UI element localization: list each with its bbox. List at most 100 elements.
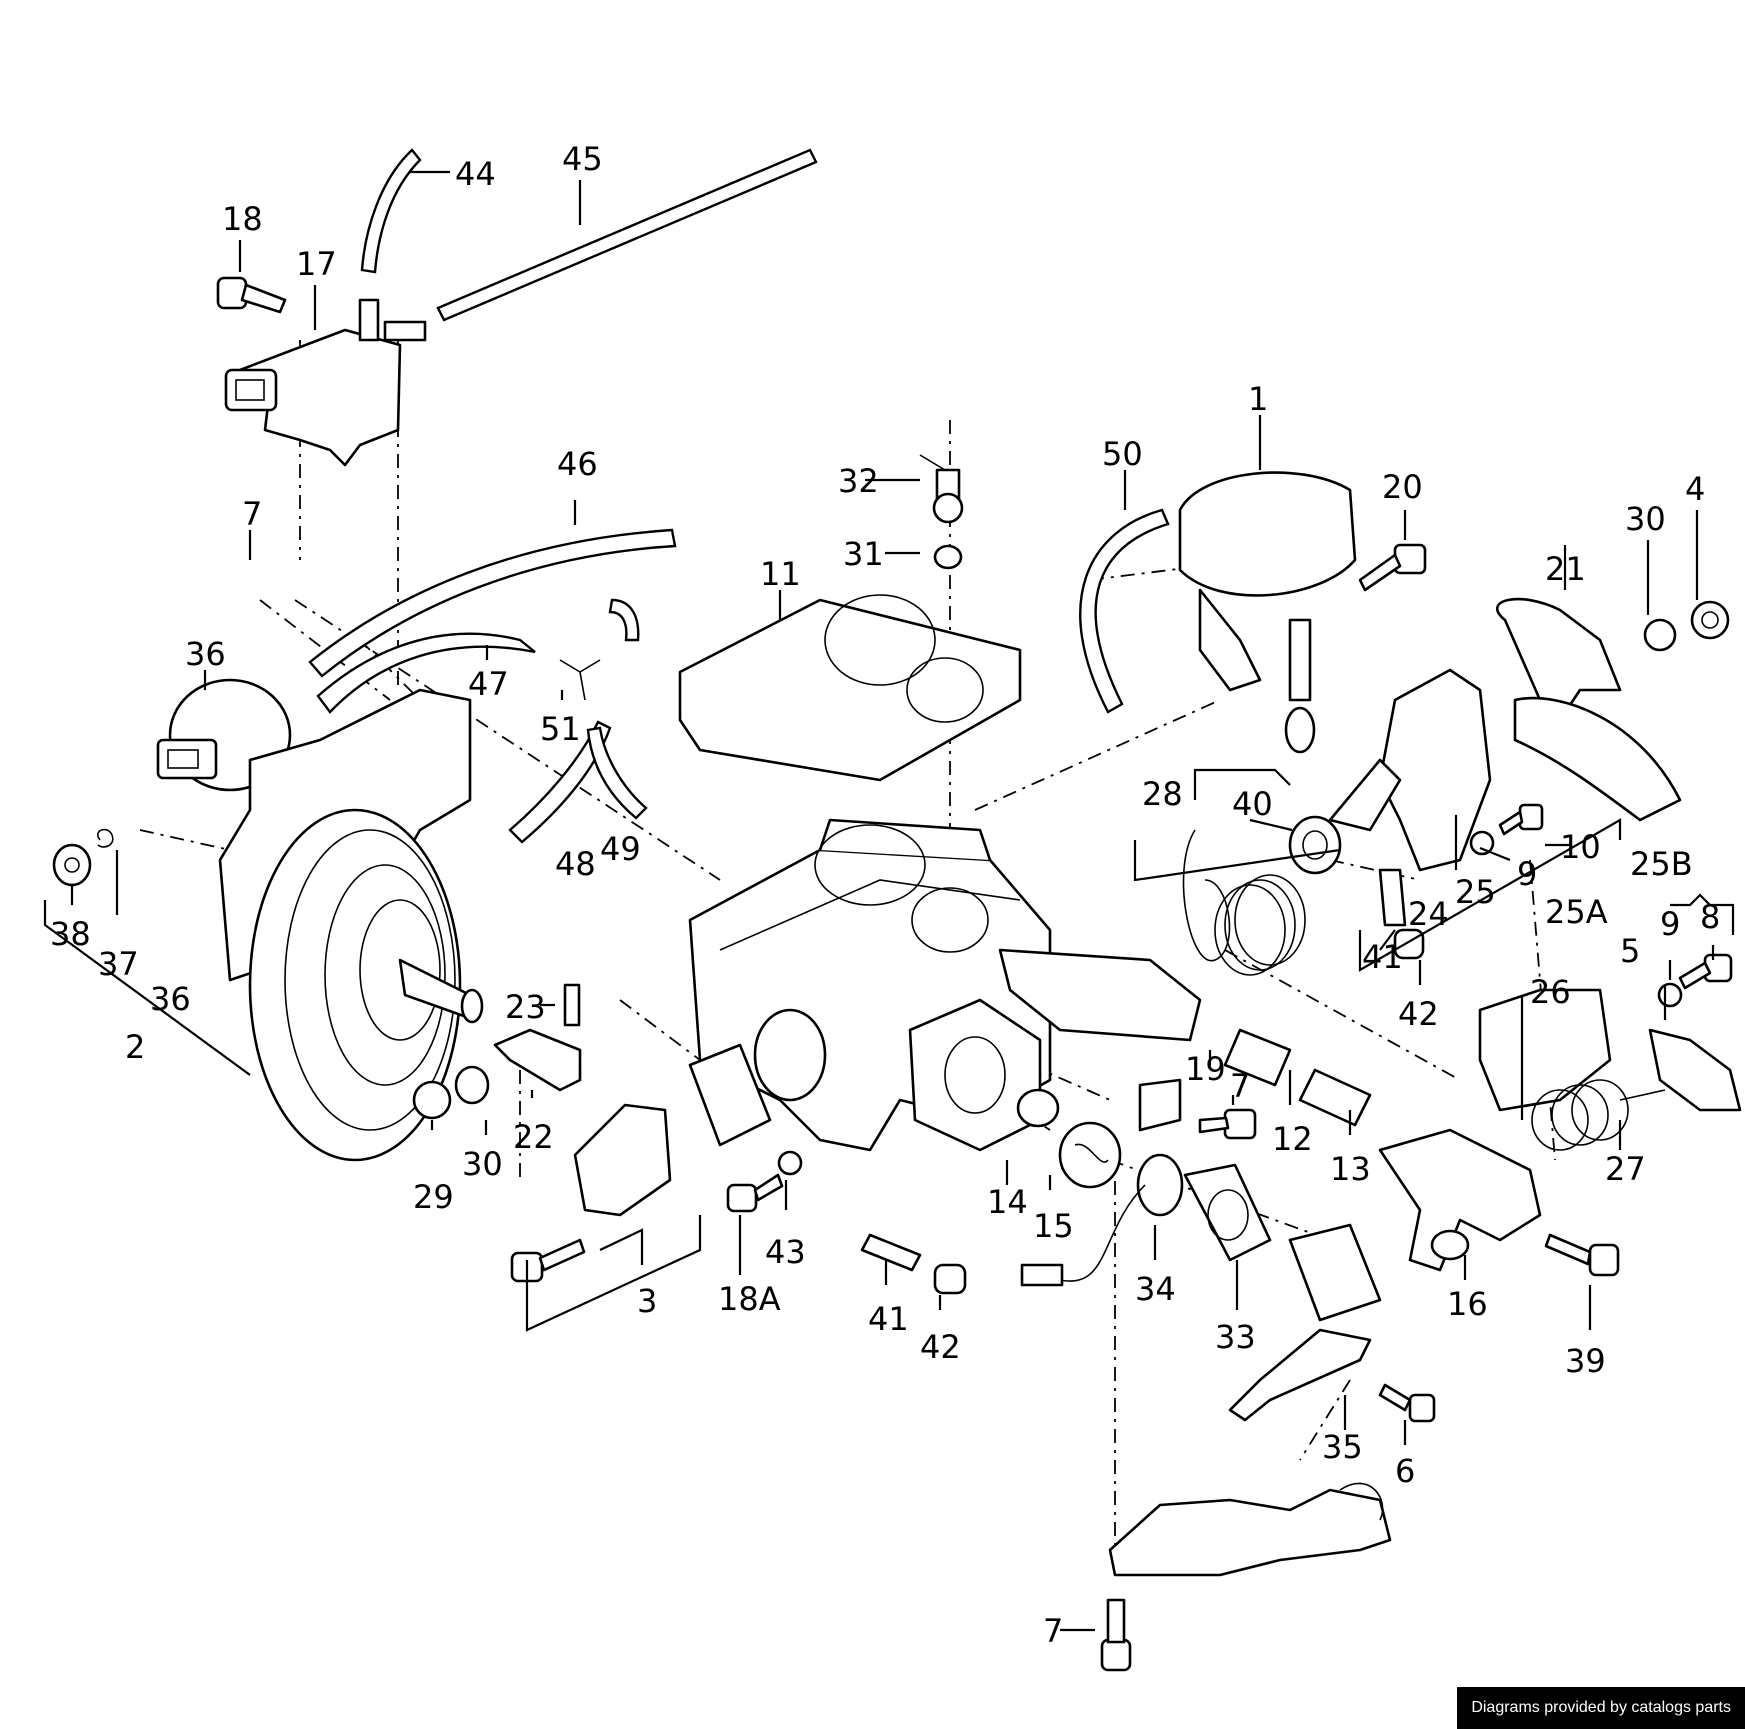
- label-29: 29: [413, 1178, 454, 1216]
- part-35-throttle-unit: [1228, 1223, 1382, 1422]
- label-25B: 25B: [1630, 845, 1693, 883]
- part-17-solenoid: [224, 298, 427, 467]
- part-16-connector: [1378, 1128, 1542, 1272]
- hose-45: [436, 148, 818, 322]
- part-41-42-idle-screw-right: [1378, 868, 1425, 960]
- part-2-diaphragm-housing: [248, 808, 484, 1162]
- hoses: [308, 148, 1170, 844]
- hose-49b: [608, 598, 640, 642]
- part-51-t-piece: [559, 659, 601, 701]
- label-25A: 25A: [1545, 893, 1608, 931]
- label-48: 48: [555, 845, 596, 883]
- part-19-7-14-15: [1016, 1078, 1257, 1189]
- part-38-washer: [52, 843, 92, 887]
- label-34: 34: [1135, 1270, 1176, 1308]
- label-36-bottom: 36: [150, 980, 191, 1018]
- part-26-bracket: [1478, 988, 1612, 1112]
- label-24: 24: [1408, 895, 1449, 933]
- label-46: 46: [557, 445, 598, 483]
- part-4-nut: [1690, 600, 1730, 640]
- part-25-lever-assembly: [1328, 668, 1492, 872]
- hose-46: [308, 528, 677, 678]
- label-10: 10: [1560, 828, 1601, 866]
- part-21-lever: [1496, 597, 1682, 822]
- label-9-upper: 9: [1517, 855, 1537, 893]
- label-6: 6: [1395, 1452, 1415, 1490]
- label-50: 50: [1102, 435, 1143, 473]
- part-30-washer-left: [454, 1065, 490, 1105]
- label-20: 20: [1382, 468, 1423, 506]
- part-32-31-jet: [919, 454, 964, 570]
- label-5: 5: [1620, 932, 1640, 970]
- part-29-nut: [412, 1080, 452, 1120]
- leader-lines: [43, 170, 1735, 1632]
- part-40-bushing: [1288, 815, 1342, 875]
- hose-49: [586, 726, 648, 820]
- label-32: 32: [838, 462, 879, 500]
- part-3-screw: [510, 1238, 586, 1283]
- label-38: 38: [50, 915, 91, 953]
- label-36-top: 36: [185, 635, 226, 673]
- label-25: 25: [1455, 873, 1496, 911]
- label-7-bottom: 7: [1043, 1612, 1063, 1650]
- part-10-screw: [1498, 803, 1544, 836]
- label-3: 3: [637, 1282, 657, 1320]
- label-31: 31: [843, 535, 884, 573]
- part-labels: 44 45 18 17 46 7 36 47 51 48 49 38 37 36…: [50, 140, 1720, 1650]
- label-30-right: 30: [1625, 500, 1666, 538]
- label-18A: 18A: [718, 1280, 781, 1318]
- label-44: 44: [455, 155, 496, 193]
- label-35: 35: [1322, 1428, 1363, 1466]
- label-7-top-left: 7: [242, 495, 262, 533]
- label-30-left: 30: [462, 1145, 503, 1183]
- credit-badge: Diagrams provided by catalogs parts: [1457, 1687, 1745, 1729]
- hose-44: [360, 148, 422, 274]
- label-18: 18: [222, 200, 263, 238]
- label-51: 51: [540, 710, 581, 748]
- label-13: 13: [1330, 1150, 1371, 1188]
- part-37-clip: [97, 828, 114, 848]
- part-30-washer-right: [1643, 618, 1677, 652]
- label-27: 27: [1605, 1150, 1646, 1188]
- bottom-throttle-lever: [1108, 1482, 1392, 1577]
- part-33-diaphragm: [1183, 1163, 1272, 1262]
- part-8-screw: [1678, 953, 1733, 990]
- part-18-screw: [216, 276, 287, 314]
- label-39: 39: [1565, 1342, 1606, 1380]
- label-37: 37: [98, 945, 139, 983]
- label-9-lower: 9: [1660, 905, 1680, 943]
- part-28-spring: [1182, 829, 1306, 976]
- label-45: 45: [562, 140, 603, 178]
- label-26: 26: [1530, 973, 1571, 1011]
- label-21: 21: [1545, 550, 1586, 588]
- hose-47: [316, 632, 536, 714]
- label-43: 43: [765, 1233, 806, 1271]
- part-12-13-sleeves: [1223, 1028, 1372, 1127]
- label-14: 14: [987, 1183, 1028, 1221]
- label-23: 23: [505, 988, 546, 1026]
- part-27-spring: [1531, 1079, 1666, 1151]
- label-15: 15: [1033, 1207, 1074, 1245]
- part-34-sensor-lead: [1020, 1153, 1184, 1287]
- label-33: 33: [1215, 1318, 1256, 1356]
- label-11: 11: [760, 555, 801, 593]
- label-42-right: 42: [1398, 995, 1439, 1033]
- part-3-choke-housing: [573, 1043, 772, 1217]
- label-1: 1: [1248, 380, 1268, 418]
- part-1-pulldown-unit: [1178, 471, 1357, 754]
- label-41-right: 41: [1362, 938, 1403, 976]
- part-5-lever: [1648, 1028, 1742, 1112]
- carburetor-body: [688, 818, 1202, 1152]
- hose-48: [508, 720, 612, 844]
- label-49: 49: [600, 830, 641, 868]
- label-7-middle: 7: [1230, 1067, 1250, 1105]
- part-20-screw: [1358, 543, 1427, 592]
- label-17: 17: [296, 245, 337, 283]
- part-6-screw: [1378, 1383, 1436, 1423]
- label-4: 4: [1685, 470, 1705, 508]
- label-28: 28: [1142, 775, 1183, 813]
- part-11-gasket: [678, 594, 1022, 782]
- label-16: 16: [1447, 1285, 1488, 1323]
- label-40: 40: [1232, 785, 1273, 823]
